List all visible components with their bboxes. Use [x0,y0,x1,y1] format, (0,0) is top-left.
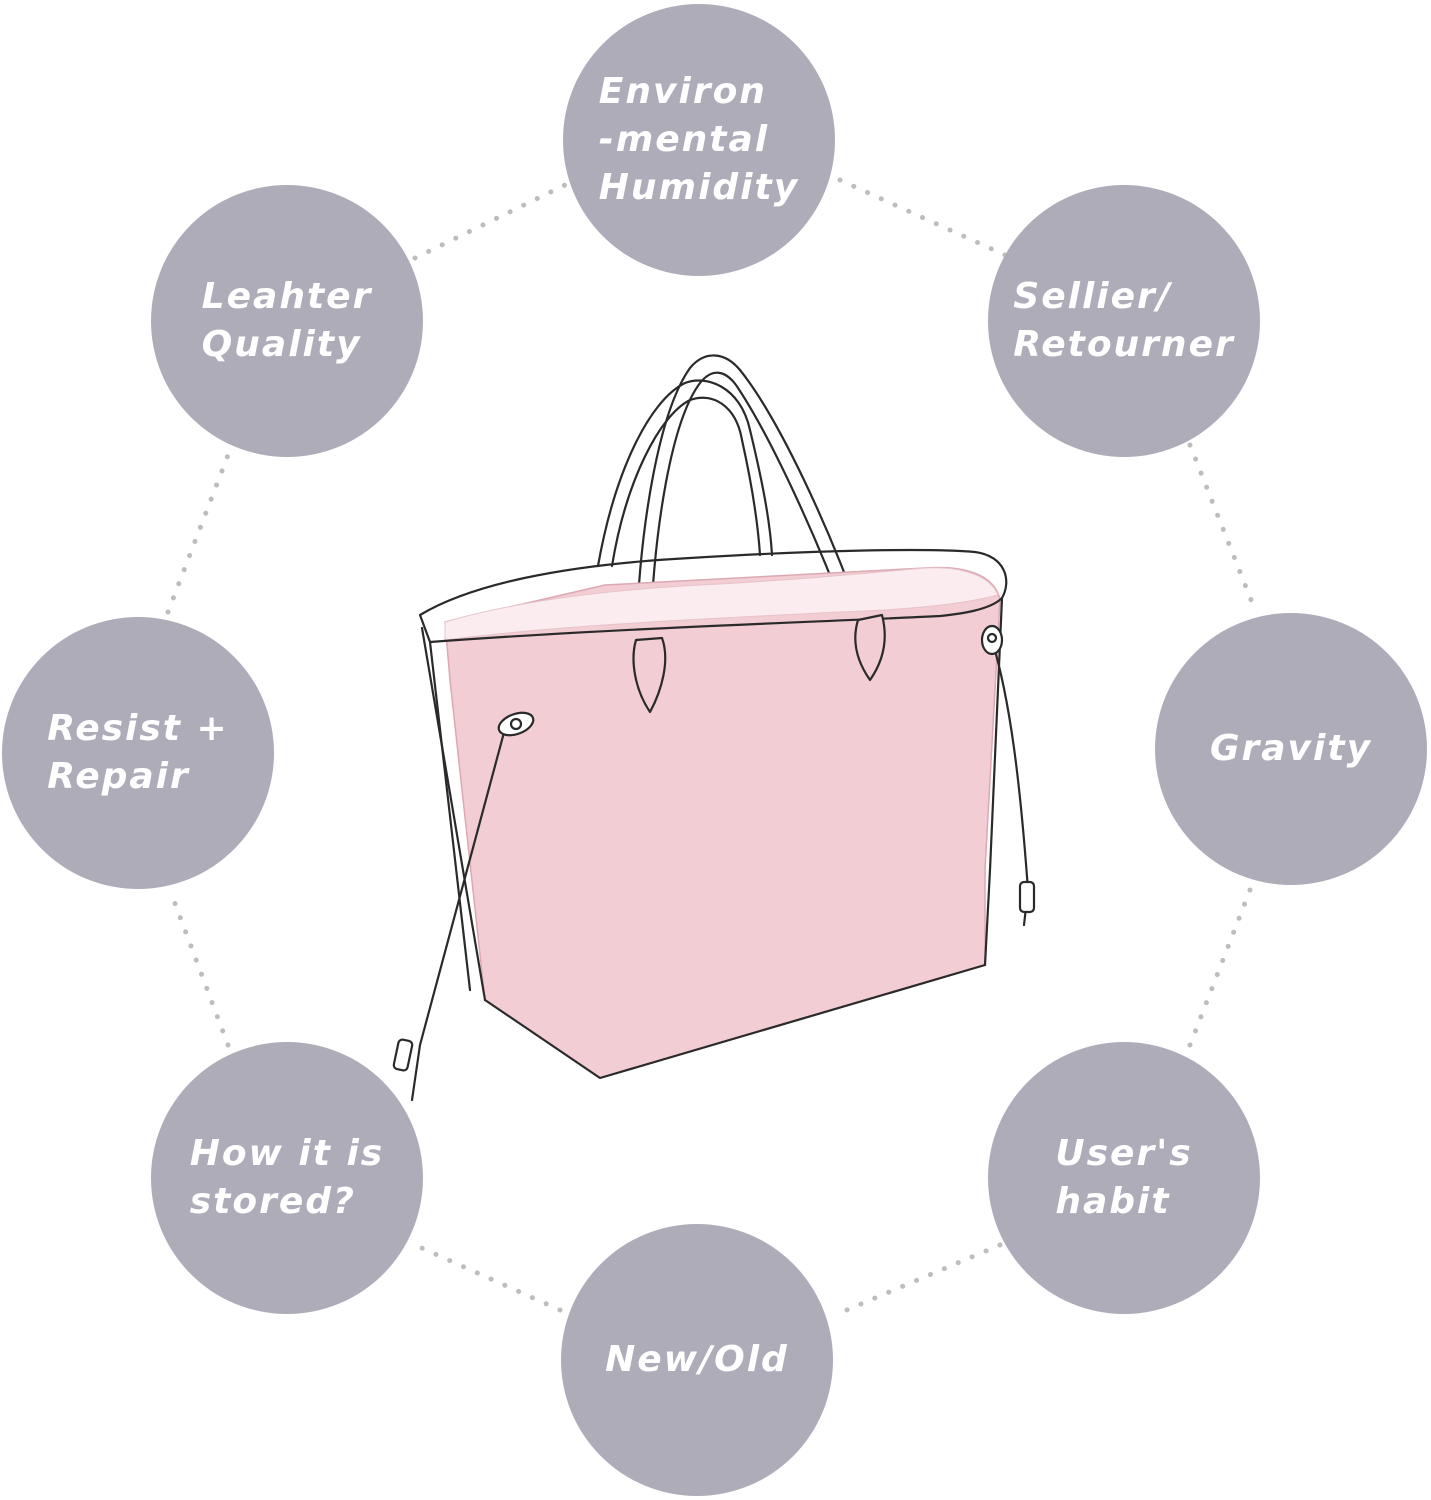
factor-circle-repair: Resist + Repair [2,617,274,889]
factor-circle-habit: User's habit [988,1042,1260,1314]
bag-right-side [983,596,1004,967]
connector-gravity-habit [1187,887,1253,1048]
connector-humidity-artisan [837,177,1008,258]
back-handle-inner [610,396,762,568]
connector-storage-repair [167,887,231,1048]
factor-label-storage: How it is stored? [189,1133,385,1222]
connector-quality-humidity [412,182,568,261]
connector-repair-quality [165,452,231,615]
factor-label-repair: Resist + Repair [47,708,229,797]
front-tab-left [632,636,667,714]
connector-artisan-gravity [1187,442,1258,613]
factor-label-age: New/Old [605,1339,789,1380]
factor-label-quality: Leahter Quality [201,276,373,365]
left-cord [410,723,508,1102]
bag-bottom [483,963,987,1080]
back-handle-outer [596,379,774,568]
factor-circle-artisan: Sellier/ Retourner [988,185,1260,457]
factor-label-humidity: Environ -mental Humidity [598,71,800,208]
insert-top-face [444,567,999,641]
factor-circle-gravity: Gravity [1155,613,1427,885]
factor-label-artisan: Sellier/ Retourner [1013,276,1235,365]
factor-label-habit: User's habit [1055,1133,1193,1222]
factor-circle-quality: Leahter Quality [151,185,423,457]
right-cord-stopper [1018,880,1036,914]
shaper-insert [444,566,1001,1079]
front-tab-right [854,613,886,682]
factor-circle-age: New/Old [561,1224,833,1496]
factor-circle-humidity: Environ -mental Humidity [563,4,835,276]
left-grommet [509,717,523,731]
front-handle-outer [634,354,864,642]
right-grommet [986,632,998,644]
bag-front-side [428,640,472,992]
factor-label-gravity: Gravity [1209,728,1373,769]
left-cord-stopper [392,1038,414,1072]
bag-left-side [420,626,487,1002]
front-handle-inner [648,371,850,642]
right-cord [990,638,1030,927]
connector-habit-age [832,1242,1003,1318]
bag-rim [418,548,1008,644]
factor-circle-storage: How it is stored? [151,1042,423,1314]
